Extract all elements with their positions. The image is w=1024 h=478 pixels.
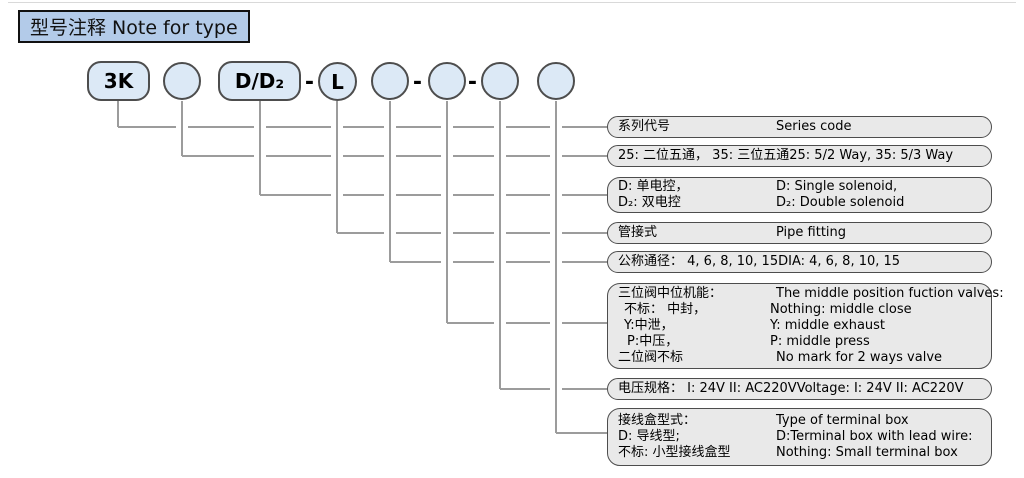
note-cn: 不标: 小型接线盒型	[618, 445, 731, 460]
note-row: 系列代号 Series code	[618, 119, 981, 135]
code-segment-terminal	[537, 62, 575, 100]
code-segment-series: 3K	[87, 61, 150, 101]
note-cn: 二位阀不标	[618, 350, 684, 365]
note-en: DIA: 4, 6, 8, 10, 15	[778, 254, 901, 269]
code-segment-pipe: L	[318, 62, 357, 101]
note-cn: 公称通径： 4, 6, 8, 10, 15	[618, 254, 779, 269]
note-row: D: 单电控， D: Single solenoid,	[618, 179, 981, 195]
note-en: Type of terminal box	[776, 413, 909, 428]
code-separator-3: -	[467, 69, 478, 95]
note-box-middle-position: 三位阀中位机能： The middle position fuction val…	[607, 283, 1004, 369]
diagram-title-text: 型号注释 Note for type	[30, 17, 238, 39]
note-box-voltage: 电压规格： I: 24V II: AC220V Voltage: I: 24V …	[607, 378, 992, 400]
note-en: Nothing: Small terminal box	[776, 445, 958, 460]
code-segment-dia	[371, 62, 409, 100]
note-cn: D₂: 双电控	[618, 195, 681, 210]
code-segment-series-label: 3K	[103, 69, 134, 93]
note-cn: Y:中泄，	[624, 318, 674, 333]
code-separator-2: -	[412, 69, 423, 95]
note-en: Voltage: I: 24V II: AC220V	[796, 381, 964, 396]
note-cn: D: 导线型;	[618, 429, 680, 444]
note-en: Series code	[776, 119, 852, 134]
code-segment-solenoid: D/D₂	[218, 61, 301, 101]
code-segment-solenoid-label: D/D₂	[234, 69, 285, 93]
code-segment-way	[163, 62, 201, 100]
note-row: P:中压， P: middle press	[618, 334, 981, 350]
note-en: No mark for 2 ways valve	[776, 350, 943, 365]
note-en: 25: 5/2 Way, 35: 5/3 Way	[789, 148, 954, 163]
note-en: P: middle press	[770, 334, 870, 349]
note-en: D: Single solenoid,	[776, 179, 898, 194]
top-divider-line	[8, 2, 1016, 3]
note-en: Nothing: middle close	[770, 302, 912, 317]
note-row: D: 导线型; D:Terminal box with lead wire:	[618, 429, 981, 445]
note-en: The middle position fuction valves:	[776, 286, 1004, 301]
note-cn: P:中压，	[627, 334, 679, 349]
note-cn: 三位阀中位机能：	[618, 286, 723, 301]
note-row: Y:中泄， Y: middle exhaust	[618, 318, 981, 334]
code-segment-midfunction	[428, 62, 466, 100]
note-row: 公称通径： 4, 6, 8, 10, 15 DIA: 4, 6, 8, 10, …	[618, 254, 981, 270]
note-row: 三位阀中位机能： The middle position fuction val…	[618, 286, 1004, 302]
note-en: Pipe fitting	[776, 225, 847, 240]
code-segment-voltage	[481, 62, 519, 100]
note-cn: 系列代号	[618, 119, 671, 134]
note-row: 二位阀不标 No mark for 2 ways valve	[618, 350, 981, 366]
note-row: 电压规格： I: 24V II: AC220V Voltage: I: 24V …	[618, 381, 981, 397]
note-box-diameter: 公称通径： 4, 6, 8, 10, 15 DIA: 4, 6, 8, 10, …	[607, 251, 992, 273]
code-separator-1: -	[304, 69, 315, 95]
note-box-solenoid-type: D: 单电控， D: Single solenoid, D₂: 双电控 D₂: …	[607, 177, 992, 213]
note-en: D:Terminal box with lead wire:	[776, 429, 973, 444]
note-row: 25: 二位五通， 35: 三位五通 25: 5/2 Way, 35: 5/3 …	[618, 148, 981, 164]
note-row: D₂: 双电控 D₂: Double solenoid	[618, 195, 981, 211]
note-box-series-code: 系列代号 Series code	[607, 116, 992, 138]
code-segment-pipe-label: L	[331, 69, 344, 94]
note-row: 管接式 Pipe fitting	[618, 225, 981, 241]
note-cn: 电压规格： I: 24V II: AC220V	[618, 381, 797, 396]
note-en: D₂: Double solenoid	[776, 195, 905, 210]
diagram-title: 型号注释 Note for type	[18, 10, 250, 43]
note-cn: 不标： 中封，	[624, 302, 707, 317]
note-row: 接线盒型式： Type of terminal box	[618, 413, 981, 429]
note-row: 不标: 小型接线盒型 Nothing: Small terminal box	[618, 445, 981, 461]
note-box-pipe-fitting: 管接式 Pipe fitting	[607, 222, 992, 244]
note-cn: D: 单电控，	[618, 179, 689, 194]
note-box-terminal-box: 接线盒型式： Type of terminal box D: 导线型; D:Te…	[607, 408, 992, 466]
note-cn: 接线盒型式：	[618, 413, 697, 428]
note-row: 不标： 中封， Nothing: middle close	[618, 302, 981, 318]
note-en: Y: middle exhaust	[770, 318, 886, 333]
note-box-way-type: 25: 二位五通， 35: 三位五通 25: 5/2 Way, 35: 5/3 …	[607, 145, 992, 167]
note-cn: 管接式	[618, 225, 658, 240]
note-cn: 25: 二位五通， 35: 三位五通	[618, 148, 790, 163]
